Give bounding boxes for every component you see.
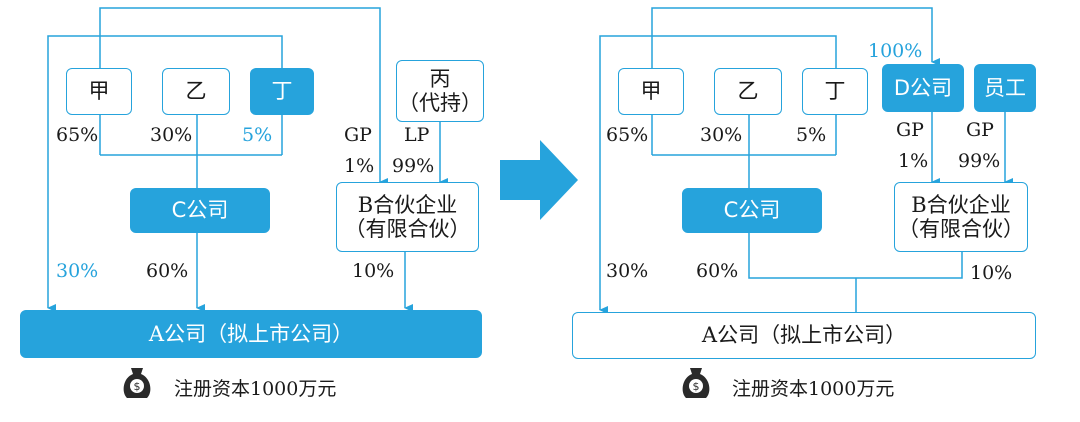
node-r-yi: 乙 xyxy=(714,68,782,115)
svg-text:$: $ xyxy=(693,380,700,393)
left-caption: 注册资本1000万元 xyxy=(174,374,336,401)
label-lp: LP xyxy=(404,124,430,146)
label-yi-pct: 30% xyxy=(150,124,193,146)
node-b-label-2: （有限合伙） xyxy=(344,217,471,241)
node-bing-label-2: （代持） xyxy=(398,91,482,115)
node-d-company-label: D公司 xyxy=(893,75,953,100)
label-r-ding-pct: 5% xyxy=(796,124,827,146)
label-gp: GP xyxy=(344,124,372,146)
line-jia-to-b xyxy=(99,7,388,186)
node-jia: 甲 xyxy=(66,68,132,115)
node-jia-label: 甲 xyxy=(88,79,110,104)
node-r-a-company: A公司（拟上市公司） xyxy=(572,312,1036,359)
right-arrow-icon xyxy=(500,140,578,220)
line-r-ding-to-a xyxy=(599,35,837,314)
node-r-yi-label: 乙 xyxy=(737,79,759,104)
node-r-c-company-label: C公司 xyxy=(723,198,781,223)
label-r-a-direct-pct: 30% xyxy=(606,260,649,282)
node-r-b-label-1: B合伙企业 xyxy=(911,192,1011,217)
label-b-pct: 10% xyxy=(352,260,395,282)
node-r-ding-label: 丁 xyxy=(824,79,846,104)
label-lp-pct: 99% xyxy=(392,155,435,177)
node-r-jia-label: 甲 xyxy=(640,79,662,104)
label-r-c-pct: 60% xyxy=(696,260,739,282)
node-b-label-1: B合伙企业 xyxy=(357,192,458,217)
left-caption-text: 注册资本1000万元 xyxy=(174,378,337,400)
node-bing: 丙 （代持） xyxy=(396,60,484,122)
label-r-gp2-pct: 99% xyxy=(958,150,1001,172)
node-staff: 员工 xyxy=(974,64,1036,112)
node-yi: 乙 xyxy=(162,68,230,115)
money-bag-icon: $ xyxy=(682,368,710,398)
right-caption: 注册资本1000万元 xyxy=(732,374,894,401)
node-bing-label-1: 丙 xyxy=(429,66,451,91)
node-staff-label: 员工 xyxy=(984,75,1026,100)
node-b-partnership: B合伙企业 （有限合伙） xyxy=(336,182,479,252)
label-r-jia-pct: 65% xyxy=(606,124,649,146)
label-ding-pct: 5% xyxy=(242,124,273,146)
label-r-b-pct: 10% xyxy=(970,262,1013,284)
node-r-b-partnership: B合伙企业 （有限合伙） xyxy=(894,182,1028,252)
node-a-company-label: A公司（拟上市公司） xyxy=(148,321,354,346)
label-c-pct: 60% xyxy=(146,260,189,282)
line-ding-to-a xyxy=(47,35,283,312)
node-c-company-label: C公司 xyxy=(171,198,229,223)
label-gp-pct: 1% xyxy=(344,155,375,177)
right-caption-text: 注册资本1000万元 xyxy=(732,378,895,400)
node-ding-label: 丁 xyxy=(271,79,293,104)
node-r-b-label-2: （有限合伙） xyxy=(898,217,1024,241)
node-r-jia: 甲 xyxy=(618,68,684,115)
line-r-jia-to-d xyxy=(651,7,940,68)
node-r-ding: 丁 xyxy=(802,68,868,115)
node-d-company: D公司 xyxy=(882,64,964,112)
label-r-yi-pct: 30% xyxy=(700,124,743,146)
node-r-a-company-label: A公司（拟上市公司） xyxy=(701,323,907,348)
label-r-gp1: GP xyxy=(896,119,924,141)
node-yi-label: 乙 xyxy=(185,79,207,104)
label-a-direct-pct: 30% xyxy=(56,260,99,282)
svg-text:$: $ xyxy=(134,380,141,393)
node-r-c-company: C公司 xyxy=(682,188,822,233)
label-r-gp1-pct: 1% xyxy=(898,150,929,172)
node-a-company: A公司（拟上市公司） xyxy=(20,310,482,358)
label-d-top-pct: 100% xyxy=(868,40,923,62)
label-jia-pct: 65% xyxy=(56,124,99,146)
node-ding: 丁 xyxy=(250,68,314,115)
node-c-company: C公司 xyxy=(130,188,270,233)
money-bag-icon: $ xyxy=(123,368,151,398)
label-r-gp2: GP xyxy=(966,119,994,141)
